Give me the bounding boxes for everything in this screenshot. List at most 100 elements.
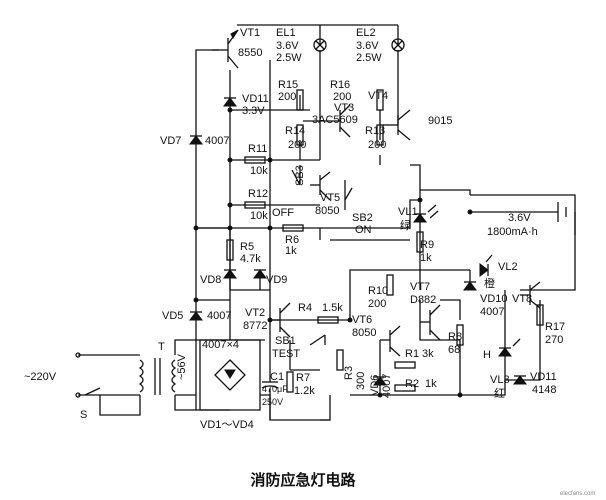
label-t: T [158, 341, 165, 353]
label-on: ON [355, 224, 372, 236]
transistor-vt4 [383, 109, 411, 141]
label-vd5: VD5 [162, 310, 183, 322]
label-vt1-type: 8550 [238, 47, 262, 59]
label-vt2-type: 8772 [243, 320, 267, 332]
resistor-r7 [286, 371, 294, 393]
label-vd7: VD7 [160, 135, 181, 147]
label-r12: R12 [248, 188, 268, 200]
diode-vd7 [189, 135, 203, 145]
label-vd9: VD9 [266, 274, 287, 286]
labels: VT1 8550 EL1 3.6V 2.5W EL2 3.6V 2.5W R15… [24, 27, 595, 497]
resistor-r11 [244, 156, 266, 164]
label-battery-v: 3.6V [508, 212, 531, 224]
label-vd10: VD10 [480, 293, 508, 305]
label-vt4: VT4 [368, 90, 388, 102]
label-h: H [483, 349, 491, 361]
resistor-r13 [376, 124, 384, 146]
label-sb1: SB1 [275, 335, 296, 347]
label-vd11a: VD11 [242, 93, 269, 105]
symbols [75, 29, 567, 420]
diode-vd5 [189, 311, 203, 321]
label-vt1: VT1 [240, 27, 260, 39]
label-r1-v: 3k [422, 348, 434, 360]
label-battery-c: 1800mA·h [487, 226, 538, 238]
label-vt2: VT2 [245, 307, 265, 319]
label-r16: R16 [330, 79, 350, 91]
diode-vd6 [373, 376, 387, 386]
label-r6-v: 1k [285, 245, 297, 257]
label-el1-v: 3.6V [276, 40, 299, 52]
label-vt6-type: 8050 [352, 327, 376, 339]
label-vl1-color: 绿 [400, 218, 411, 232]
label-r4-v: 1.5k [322, 302, 343, 314]
label-vl1: VL1 [398, 206, 418, 218]
label-r11: R11 [248, 143, 267, 155]
resistor-r8 [456, 324, 464, 346]
resistor-r6 [282, 224, 304, 232]
switch-s [75, 352, 101, 398]
transistor-vt8 [520, 281, 541, 309]
label-vt5-type: 8050 [315, 205, 339, 217]
label-el2-w: 2.5W [356, 52, 382, 64]
label-vd7-v: 4007 [205, 135, 229, 147]
label-vt3: VT3 [334, 102, 354, 114]
resistor-r15 [296, 89, 304, 111]
label-vd11a-v: 3.3V [242, 105, 265, 117]
label-vd11b-v: 4148 [532, 384, 556, 396]
label-r13-v: 200 [368, 139, 386, 151]
label-off: OFF [272, 207, 294, 219]
label-r1: R1 [405, 348, 419, 360]
diode-vd10 [463, 281, 477, 291]
label-r3: R3 [343, 366, 355, 380]
label-vl3: VL3 [490, 374, 510, 386]
label-c1-v: 470μF [262, 384, 288, 394]
led-vl3 [498, 338, 521, 357]
battery [557, 202, 567, 222]
label-vt3-type: 3AC5609 [312, 114, 358, 126]
label-r8: R8 [448, 331, 462, 343]
label-r13: R13 [365, 125, 385, 137]
label-r8-v: 68 [448, 344, 460, 356]
watermark: elecfans.com [560, 491, 595, 497]
lamp-el2 [391, 38, 405, 52]
switch-sb2 [344, 180, 353, 210]
transistor-vt2 [270, 302, 291, 338]
transistor-vt3 [303, 104, 351, 138]
label-el2: EL2 [356, 27, 376, 39]
led-vl2 [479, 254, 493, 277]
label-bridge-diodes: VD1～VD4 [200, 419, 254, 431]
diagram-title: 消防应急灯电路 [250, 471, 356, 489]
label-r7: R7 [296, 372, 310, 384]
label-vd6-v: 4007 [381, 374, 393, 398]
resistor-r17 [536, 304, 544, 326]
wires [78, 24, 576, 421]
label-vd6: VD6 [369, 375, 381, 396]
label-r17: R17 [545, 321, 565, 333]
bridge-rectifier [214, 359, 246, 391]
label-el1: EL1 [276, 27, 296, 39]
junction-dots [193, 107, 473, 398]
resistor-r14 [296, 124, 304, 146]
label-vd5-v: 4007 [207, 310, 231, 322]
resistor-r10 [386, 274, 394, 296]
transistor-vt1 [212, 29, 239, 69]
label-r14-v: 200 [288, 139, 306, 151]
resistor-r4 [317, 316, 339, 324]
label-r14: R14 [285, 125, 305, 137]
label-vd11b: VD11 [530, 371, 557, 383]
label-test: TEST [272, 348, 300, 360]
label-vd10-v: 4007 [480, 306, 504, 318]
label-r2-v: 1k [425, 378, 437, 390]
label-vt8: VT8 [512, 293, 532, 305]
label-switch-s: S [80, 409, 87, 421]
label-vt6: VT6 [352, 314, 372, 326]
label-r17-v: 270 [545, 334, 563, 346]
label-r10: R10 [368, 285, 388, 297]
label-r9: R9 [420, 239, 434, 251]
resistor-r9 [416, 231, 424, 253]
label-vt7: VT7 [410, 281, 430, 293]
capacitor-c1 [261, 370, 279, 420]
label-r5: R5 [240, 241, 254, 253]
diode-vd8 [223, 269, 237, 279]
